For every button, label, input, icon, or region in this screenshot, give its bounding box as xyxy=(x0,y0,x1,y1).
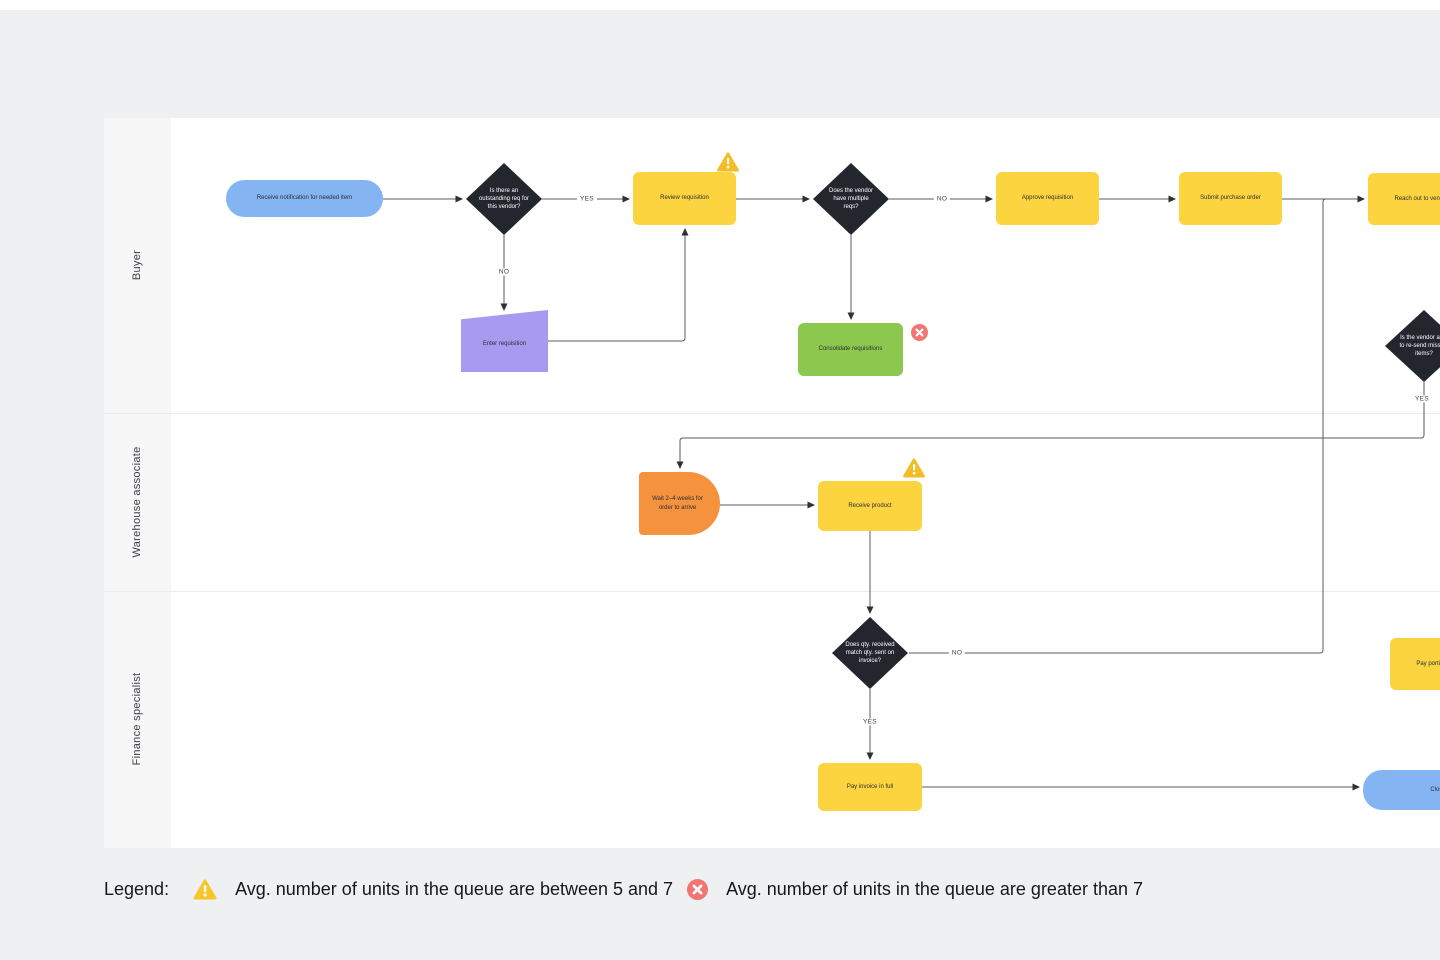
node-label: Receive notification for needed item xyxy=(256,195,353,202)
edge-label-yes[interactable]: YES xyxy=(1412,395,1432,403)
node-label: Submit purchase order xyxy=(1200,195,1261,202)
edge-label-no[interactable]: NO xyxy=(933,195,951,203)
edge-label-no[interactable]: NO xyxy=(495,268,513,276)
node-label: Does the vendor have multiple reqs? xyxy=(828,187,874,211)
edge-resend-yes-wait[interactable] xyxy=(676,382,1425,469)
node-label: Is there an outstanding req for this ven… xyxy=(478,187,530,211)
node-label: Pay portion of invoice xyxy=(1416,660,1440,667)
node-label: Wait 2–4 weeks for order to arrive xyxy=(652,496,703,511)
node-start-terminator[interactable]: Receive notification for needed item xyxy=(226,180,383,217)
lane-divider xyxy=(104,413,1440,414)
node-pay-portion[interactable]: Pay portion of invoice xyxy=(1390,638,1440,690)
edge-qty-no-return[interactable] xyxy=(909,198,1327,654)
node-close-terminator[interactable]: Close xyxy=(1363,770,1440,810)
node-label: Close xyxy=(1430,786,1440,793)
node-reach-out-to-vendor[interactable]: Reach out to vendor xyxy=(1368,173,1440,225)
node-review-requisition[interactable]: Review requisition xyxy=(633,172,736,225)
error-icon xyxy=(687,878,709,900)
node-label: Approve requisition xyxy=(1021,195,1074,202)
connector-layer xyxy=(383,195,1425,791)
legend: Legend: Avg. number of units in the queu… xyxy=(104,875,1143,903)
node-submit-purchase-order[interactable]: Submit purchase order xyxy=(1179,172,1282,225)
warning-icon[interactable] xyxy=(903,458,925,483)
lane-divider xyxy=(104,591,1440,592)
swimlane-label-column xyxy=(104,118,171,848)
legend-error-text: Avg. number of units in the queue are gr… xyxy=(726,878,1144,899)
flowchart-canvas: Buyer Warehouse associate Finance specia… xyxy=(104,118,1440,848)
page-top-strip xyxy=(0,0,1440,10)
node-label: Receive product xyxy=(848,502,892,509)
node-label: Enter requisition xyxy=(482,340,527,347)
node-label: Does qty. received match qty. sent on in… xyxy=(845,641,895,665)
edge-enter-to-review[interactable] xyxy=(548,228,689,342)
edge-label-yes[interactable]: YES xyxy=(860,718,880,726)
node-label: Pay invoice in full xyxy=(846,783,894,790)
node-label: Consolidate requisitions xyxy=(818,346,883,353)
edge-label-yes[interactable]: YES xyxy=(577,195,597,203)
legend-title: Legend: xyxy=(104,878,170,899)
node-label: Reach out to vendor xyxy=(1394,195,1440,202)
node-enter-requisition[interactable]: Enter requisition xyxy=(461,310,548,372)
node-consolidate-requisitions[interactable]: Consolidate requisitions xyxy=(798,323,903,376)
node-wait-for-order-delay[interactable]: Wait 2–4 weeks for order to arrive xyxy=(639,472,720,535)
node-pay-invoice-in-full[interactable]: Pay invoice in full xyxy=(818,763,922,811)
warning-icon xyxy=(193,878,217,900)
warning-icon[interactable] xyxy=(717,152,739,177)
node-label: Is the vendor able to re-send missing it… xyxy=(1399,334,1440,358)
error-icon[interactable] xyxy=(911,324,928,346)
edge-label-no[interactable]: NO xyxy=(948,649,966,657)
legend-warning-text: Avg. number of units in the queue are be… xyxy=(235,878,674,899)
node-approve-requisition[interactable]: Approve requisition xyxy=(996,172,1099,225)
node-receive-product[interactable]: Receive product xyxy=(818,481,922,531)
node-label: Review requisition xyxy=(660,195,709,202)
